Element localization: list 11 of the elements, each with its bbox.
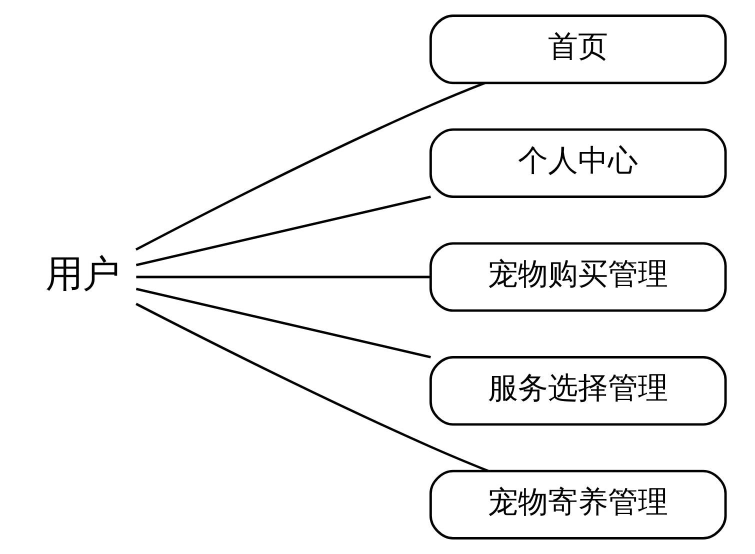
node-box: 宠物购买管理: [429, 242, 727, 312]
node-text: 用户: [46, 251, 120, 296]
connector: [136, 276, 431, 278]
node-box: 个人中心: [429, 128, 727, 198]
node-box: 宠物寄养管理: [429, 470, 727, 540]
connector: [136, 196, 431, 266]
connector: [136, 302, 488, 472]
connector: [136, 288, 431, 358]
node-box: 首页: [429, 14, 727, 84]
node-box: 服务选择管理: [429, 356, 727, 426]
connector: [135, 82, 486, 251]
